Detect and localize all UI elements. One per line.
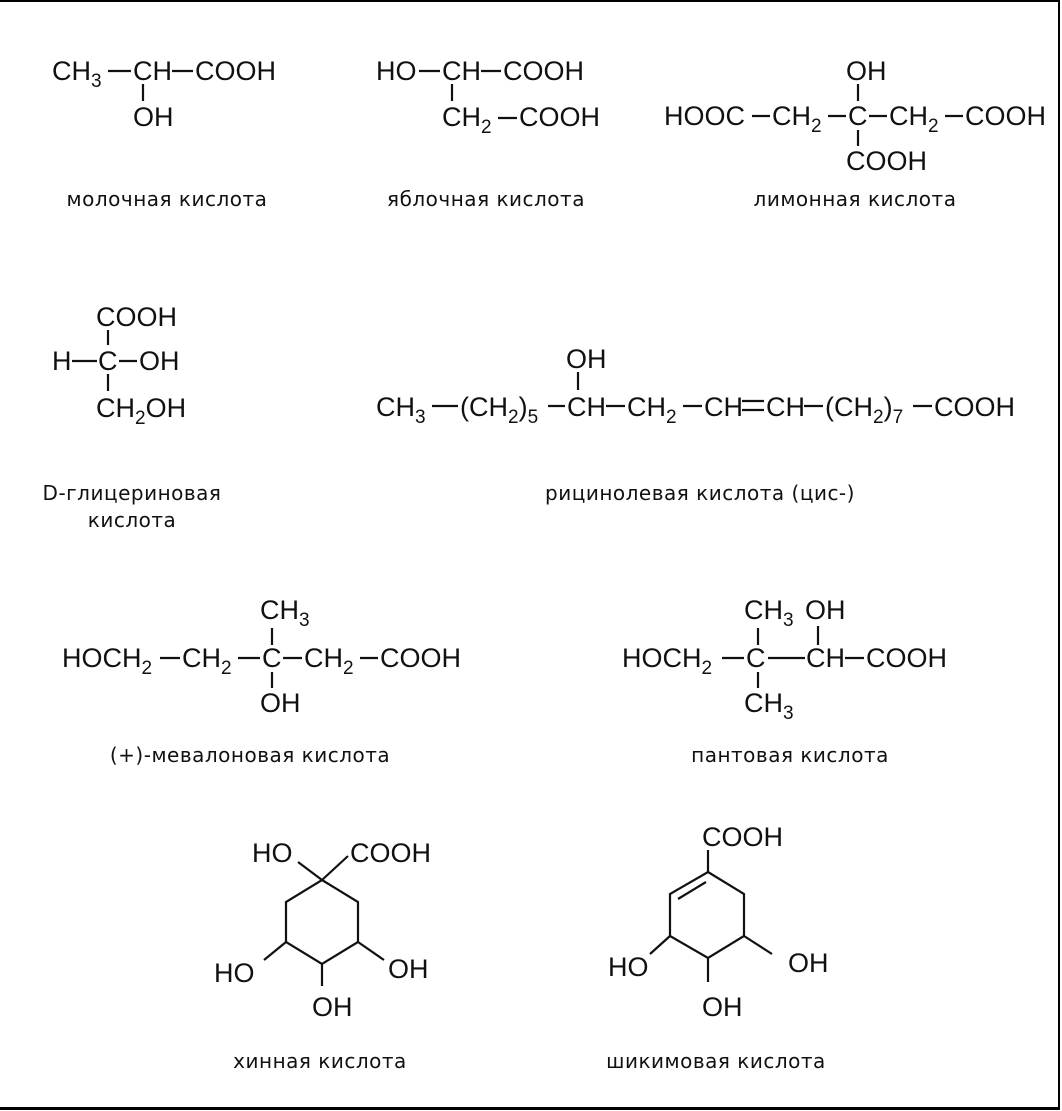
quinic-cooh: COOH <box>350 838 431 868</box>
ricinoleic-ch3: CH3 <box>376 392 426 428</box>
mevalonic-ch2-a: CH2 <box>182 643 232 679</box>
bond <box>743 935 773 955</box>
ricinoleic-acid-structure: OH CH3 (CH2)5 CH CH2 CH CH (CH2)7 COOH р… <box>376 344 1015 505</box>
ricinoleic-ch: CH <box>567 392 606 422</box>
quinic-acid-structure: HO COOH HO OH OH хинная кислота <box>214 838 431 1073</box>
citric-cooh-bottom: COOH <box>846 146 927 176</box>
lactic-cooh: COOH <box>195 56 276 86</box>
glyceric-h: H <box>52 346 72 376</box>
bond <box>297 861 323 881</box>
glyceric-oh: OH <box>139 346 180 376</box>
citric-acid-structure: OH HOOC CH2 C CH2 COOH COOH лимонная кис… <box>664 56 1046 211</box>
malic-acid-structure: HO CH COOH CH2 COOH яблочная кислота <box>376 56 600 211</box>
quinic-label: хинная кислота <box>233 1049 407 1073</box>
glyceric-acid-structure: COOH H C OH CH2OH D-глицериновая кислота <box>43 302 222 532</box>
pantoic-ch3-bottom: CH3 <box>744 688 794 724</box>
citric-ch2-b: CH2 <box>889 101 939 137</box>
malic-ch: CH <box>442 56 481 86</box>
citric-oh: OH <box>846 56 887 86</box>
pantoic-c: C <box>746 643 766 673</box>
ricinoleic-oh: OH <box>566 344 607 374</box>
shikimic-oh-right: OH <box>788 948 829 978</box>
mevalonic-hoch2: HOCH2 <box>62 643 152 679</box>
citric-hooc: HOOC <box>664 101 745 131</box>
pantoic-label: пантовая кислота <box>691 743 889 767</box>
ricinoleic-ch-a: CH <box>704 392 743 422</box>
ring-double-bond <box>677 881 707 900</box>
citric-c: C <box>848 101 868 131</box>
mevalonic-acid-structure: CH3 HOCH2 CH2 C CH2 COOH OH (+)-мевалоно… <box>62 595 461 767</box>
shikimic-acid-structure: COOH HO OH OH шикимовая кислота <box>606 822 828 1073</box>
pantoic-hoch2: HOCH2 <box>622 643 712 679</box>
shikimic-cooh: COOH <box>702 822 783 852</box>
citric-ch2-a: CH2 <box>772 101 822 137</box>
malic-cooh-1: COOH <box>503 56 584 86</box>
malic-label: яблочная кислота <box>387 187 585 211</box>
malic-ch2: CH2 <box>442 102 492 138</box>
pantoic-ch3-top: CH3 <box>744 595 794 631</box>
ricinoleic-ch2-5: (CH2)5 <box>460 392 538 428</box>
mevalonic-ch2-b: CH2 <box>304 643 354 679</box>
citric-cooh-right: COOH <box>965 101 1046 131</box>
glyceric-c: C <box>98 346 118 376</box>
ricinoleic-label: рицинолевая кислота (цис-) <box>545 481 855 505</box>
lactic-ch: CH <box>133 56 172 86</box>
shikimic-ho-left: HO <box>608 952 649 982</box>
quinic-oh-right: OH <box>388 954 429 984</box>
cyclohexane-ring <box>284 878 360 966</box>
quinic-oh-bottom: OH <box>312 992 353 1022</box>
bond <box>357 941 385 961</box>
shikimic-oh-bottom: OH <box>702 992 743 1022</box>
pantoic-acid-structure: CH3 OH HOCH2 C CH COOH CH3 пантовая кисл… <box>622 595 947 767</box>
malic-cooh-2: COOH <box>519 102 600 132</box>
mevalonic-c: C <box>262 643 282 673</box>
lactic-ch3: CH3 <box>52 56 102 92</box>
ricinoleic-ch2-7: (CH2)7 <box>825 392 903 428</box>
pantoic-oh-top: OH <box>805 595 846 625</box>
mevalonic-cooh: COOH <box>380 643 461 673</box>
citric-label: лимонная кислота <box>754 187 957 211</box>
glyceric-ch2oh: CH2OH <box>96 393 186 429</box>
glyceric-cooh: COOH <box>96 302 177 332</box>
lactic-acid-structure: CH3 CH COOH OH молочная кислота <box>52 56 276 211</box>
lactic-oh: OH <box>133 102 174 132</box>
mevalonic-label: (+)-мевалоновая кислота <box>110 743 390 767</box>
bond <box>321 855 349 881</box>
bond <box>649 935 671 955</box>
ricinoleic-ch2: CH2 <box>627 392 677 428</box>
ricinoleic-cooh: COOH <box>934 392 1015 422</box>
ricinoleic-ch-b: CH <box>766 392 805 422</box>
quinic-ho-top: HO <box>252 838 293 868</box>
pantoic-ch: CH <box>806 643 845 673</box>
quinic-ho-left: HO <box>214 958 255 988</box>
cyclohexene-ring <box>668 870 746 960</box>
mevalonic-oh: OH <box>260 688 301 718</box>
mevalonic-ch3: CH3 <box>260 595 310 631</box>
glyceric-label-line1: D-глицериновая <box>43 481 222 505</box>
pantoic-cooh: COOH <box>866 643 947 673</box>
lactic-ch3-sub: 3 <box>91 71 102 92</box>
lactic-label: молочная кислота <box>67 187 268 211</box>
glyceric-label-line2: кислота <box>88 508 177 532</box>
malic-ho: HO <box>376 56 417 86</box>
shikimic-label: шикимовая кислота <box>606 1049 826 1073</box>
bond <box>263 941 287 961</box>
